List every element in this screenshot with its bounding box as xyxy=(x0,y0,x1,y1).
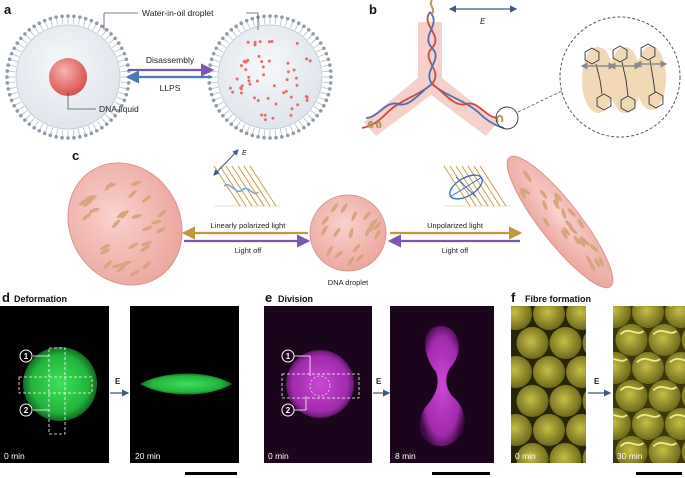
panel-c: c E Linearly polarized light Lig xyxy=(67,148,614,289)
panel-a: a Water-in-oil droplet DNA liquid Disass… xyxy=(4,2,333,140)
dna-liquid-label: DNA liquid xyxy=(99,104,139,114)
marker-1-e: 1 xyxy=(286,352,291,361)
time-d-right: 20 min xyxy=(135,451,161,461)
panel-e-letter: e xyxy=(265,290,272,305)
marker-1-d: 1 xyxy=(24,352,29,361)
center-droplet xyxy=(309,194,387,272)
time-e-left: 0 min xyxy=(268,451,289,461)
marker-2-e: 2 xyxy=(286,406,291,415)
lipid-membrane xyxy=(5,14,131,140)
scale-bar-d xyxy=(185,472,237,475)
polarized-light-icon: E xyxy=(213,149,280,207)
dna-y-junction xyxy=(361,0,505,136)
panel-d-title: Deformation xyxy=(14,294,67,304)
time-f-left: 0 min xyxy=(515,451,536,461)
time-e-right: 8 min xyxy=(395,451,416,461)
droplet-right xyxy=(207,14,333,140)
arrow-label-f: E xyxy=(594,377,600,386)
panel-a-letter: a xyxy=(4,2,12,17)
panel-e-title: Division xyxy=(278,294,313,304)
left-deformed-droplet xyxy=(67,162,183,286)
arrow-label-d: E xyxy=(115,377,121,386)
droplet-label: Water-in-oil droplet xyxy=(142,8,214,18)
linear-light-label: Linearly polarized light xyxy=(211,221,287,230)
dna-droplet-label: DNA droplet xyxy=(328,278,369,287)
panel-d-letter: d xyxy=(2,290,10,305)
dna-liquid-core xyxy=(49,58,87,96)
lipid-membrane xyxy=(207,14,333,140)
panel-f: f Fibre formation 0 min E 30 min xyxy=(511,290,685,475)
light-off-left-label: Light off xyxy=(235,246,262,255)
disassembly-label: Disassembly xyxy=(146,55,195,65)
right-elongated-droplet xyxy=(506,155,614,289)
arrow-label-e: E xyxy=(376,377,382,386)
time-f-right: 30 min xyxy=(617,451,643,461)
panel-d: d Deformation 1 2 0 min E 20 min xyxy=(0,290,239,475)
panel-f-letter: f xyxy=(511,290,516,305)
dispersed-dna xyxy=(228,40,312,122)
panel-f-title: Fibre formation xyxy=(525,294,591,304)
time-d-left: 0 min xyxy=(4,451,25,461)
unpolarized-light-label: Unpolarized light xyxy=(427,221,484,230)
llps-label: LLPS xyxy=(160,83,181,93)
scale-bar-f xyxy=(636,472,682,475)
light-off-right-label: Light off xyxy=(442,246,469,255)
marker-2-d: 2 xyxy=(24,406,29,415)
panel-b-letter: b xyxy=(369,2,377,17)
azobenzene-inset xyxy=(559,16,681,138)
field-label-c: E xyxy=(242,150,247,157)
panel-b: b E xyxy=(361,0,681,138)
scale-bar-e xyxy=(432,472,490,475)
panel-e: e Division 1 2 0 min E 8 min xyxy=(264,290,494,475)
unpolarized-light-icon xyxy=(443,165,510,207)
panel-c-letter: c xyxy=(72,148,79,163)
field-label: E xyxy=(480,17,486,26)
zoom-circle xyxy=(495,106,519,130)
droplet-left xyxy=(5,14,131,140)
